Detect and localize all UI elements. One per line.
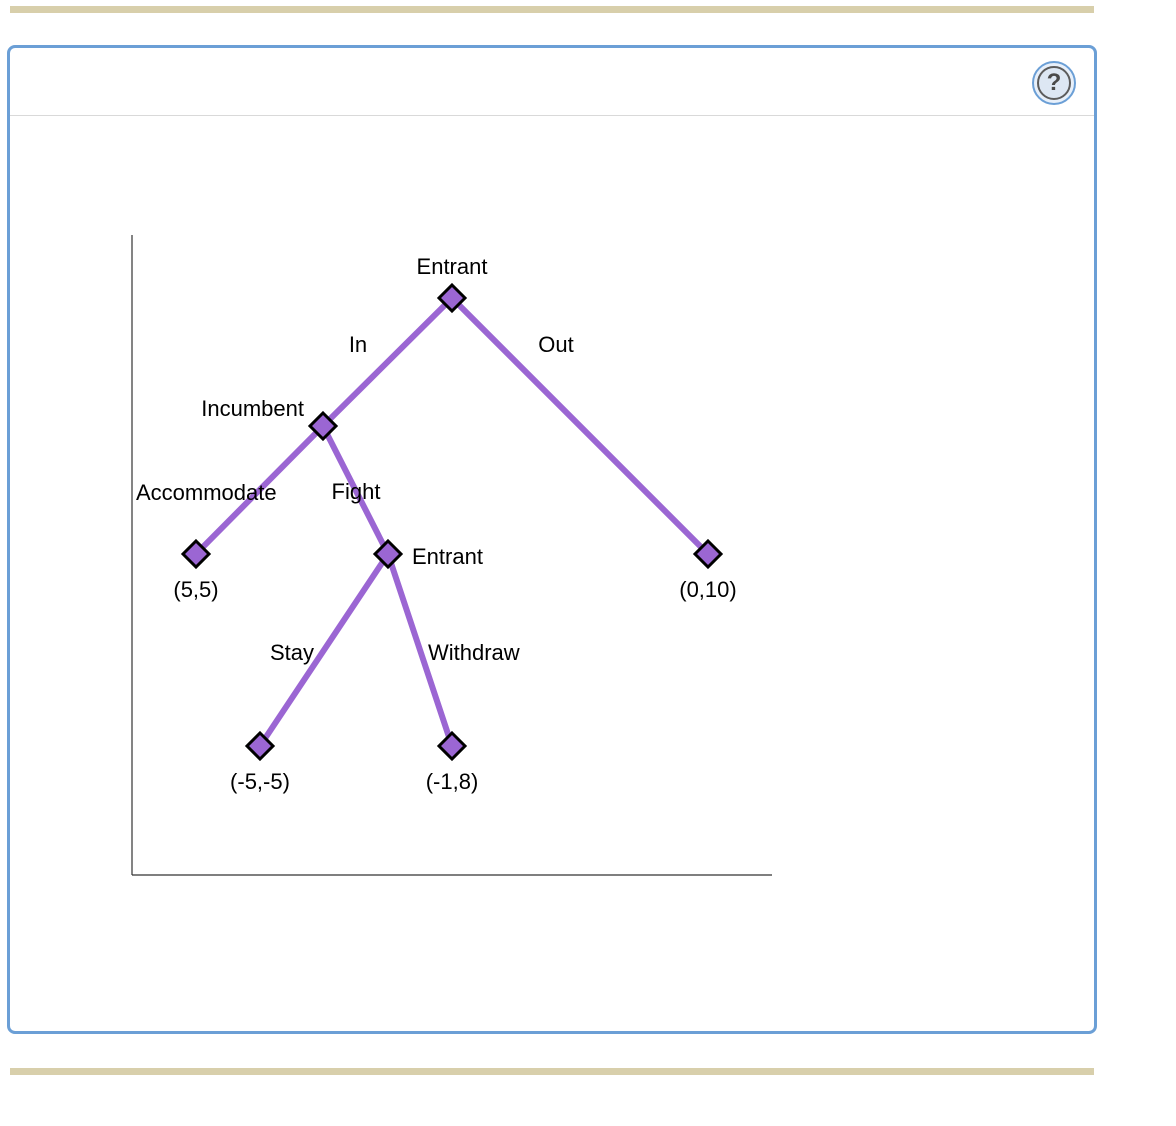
label-edge-withdraw: Withdraw [428,640,520,665]
label-stay-payoff: (-5,-5) [230,769,290,794]
label-withdraw-payoff: (-1,8) [426,769,479,794]
bottom-divider [10,1068,1094,1075]
node-entrant-second[interactable] [372,538,404,570]
node-incumbent[interactable] [307,410,339,442]
tree-edges [193,295,711,749]
edge-accommodate [193,423,326,557]
label-edge-in: In [349,332,367,357]
tree-nodes [180,282,724,762]
edge-withdraw [385,551,455,749]
node-accommodate-payoff[interactable] [180,538,212,570]
label-out-payoff: (0,10) [679,577,736,602]
help-icon-glyph: ? [1046,69,1062,96]
label-edge-out: Out [538,332,573,357]
label-edge-fight: Fight [332,479,381,504]
help-button[interactable]: ? [1032,61,1076,105]
label-entrant-second-player: Entrant [412,544,483,569]
question-mark-icon: ? [1037,66,1071,100]
node-stay-payoff[interactable] [244,730,276,762]
label-edge-accommodate: Accommodate [136,480,277,505]
label-edge-stay: Stay [270,640,314,665]
label-accommodate-payoff: (5,5) [173,577,218,602]
node-root[interactable] [436,282,468,314]
edge-out [449,295,711,557]
label-root-player: Entrant [417,254,488,279]
edge-fight [320,423,391,557]
edge-in [320,295,455,429]
panel-header: ? [10,48,1094,116]
node-out-payoff[interactable] [692,538,724,570]
label-incumbent-player: Incumbent [201,396,304,421]
question-panel: ? [7,45,1097,1034]
edge-stay [257,551,391,749]
top-divider [10,6,1094,13]
node-withdraw-payoff[interactable] [436,730,468,762]
